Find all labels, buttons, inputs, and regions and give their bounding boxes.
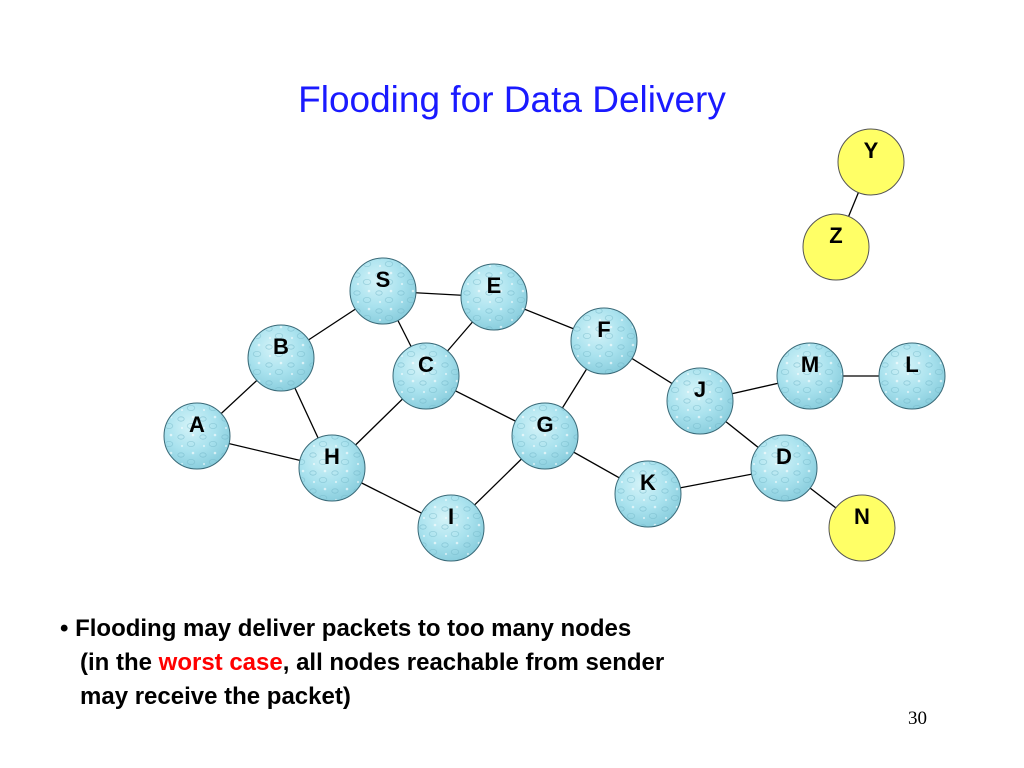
node-label-l: L [905,352,918,377]
node-label-e: E [487,273,502,298]
node-texture-a [165,404,229,468]
node-a: A [163,402,231,470]
node-label-c: C [418,352,434,377]
bullet-line-3: may receive the packet) [80,683,351,710]
network-graph: S E F B C M L J A G H D K I N Y Z [163,128,946,562]
node-label-a: A [189,412,205,437]
bullet-line-1: • Flooding may deliver packets to too ma… [60,612,960,646]
node-s: S [349,257,417,325]
node-texture-f [572,309,636,373]
node-label-i: I [448,504,454,529]
node-k: K [614,460,682,528]
node-label-z: Z [829,223,842,248]
nodes-group: S E F B C M L J A G H D K I N Y Z [163,128,946,562]
node-y: Y [837,128,905,196]
node-label-h: H [324,444,340,469]
node-m: M [776,342,844,410]
node-label-g: G [536,412,553,437]
node-texture-i [419,496,483,560]
node-texture-l [880,344,944,408]
node-texture-m [778,344,842,408]
node-label-f: F [597,317,610,342]
node-d: D [750,434,818,502]
bullet-line-2-before: (in the [80,649,159,676]
node-z: Z [802,213,870,281]
node-circle-z [802,213,870,281]
node-texture-d [752,436,816,500]
node-label-s: S [376,267,391,292]
node-l: L [878,342,946,410]
node-label-j: J [694,377,706,402]
bullet-line-2: (in the worst case, all nodes reachable … [60,646,960,680]
node-texture-k [616,462,680,526]
node-j: J [666,367,734,435]
node-texture-e [462,265,526,329]
node-f: F [570,307,638,375]
node-n: N [828,494,896,562]
slide-title: Flooding for Data Delivery [298,79,726,120]
node-h: H [298,434,366,502]
node-texture-c [394,344,458,408]
node-c: C [392,342,460,410]
bullet-marker: • [60,615,69,642]
bullet-text: • Flooding may deliver packets to too ma… [60,612,960,714]
bullet-line-2-after: , all nodes reachable from sender [282,649,665,676]
node-label-n: N [854,504,870,529]
node-label-y: Y [864,138,879,163]
worst-case-highlight: worst case [158,649,283,676]
node-b: B [247,324,315,392]
page-number: 30 [908,708,927,729]
node-circle-n [828,494,896,562]
node-i: I [417,494,485,562]
bullet-line-1-text: Flooding may deliver packets to too many… [75,615,632,642]
node-texture-b [249,326,313,390]
node-texture-j [668,369,732,433]
node-label-m: M [801,352,819,377]
node-circle-y [837,128,905,196]
node-texture-h [300,436,364,500]
node-label-b: B [273,334,289,359]
node-g: G [511,402,579,470]
node-label-d: D [776,444,792,469]
node-e: E [460,263,528,331]
node-label-k: K [640,470,656,495]
node-texture-s [351,259,415,323]
node-texture-g [513,404,577,468]
